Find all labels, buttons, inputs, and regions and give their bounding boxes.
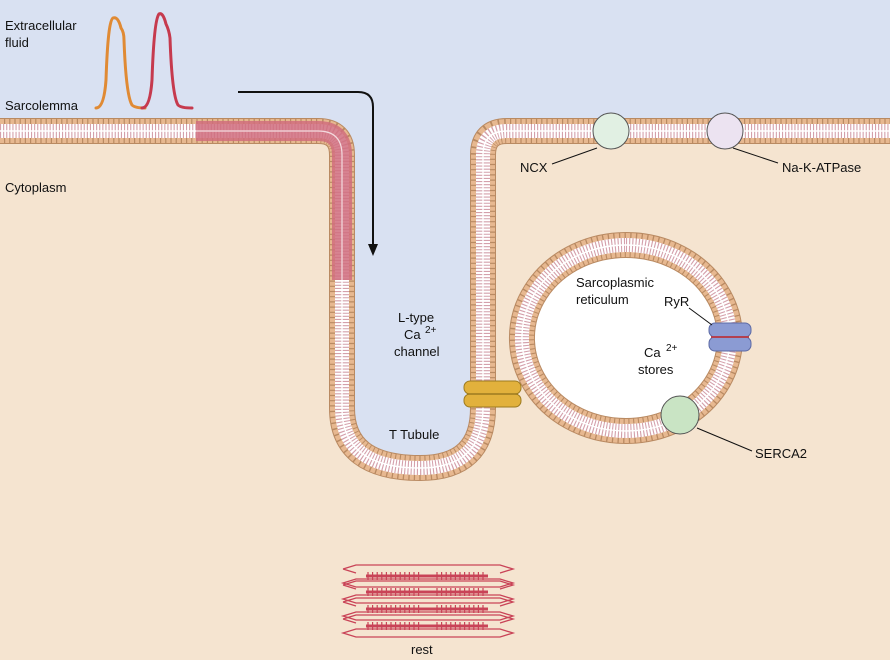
- l-type-label-line3: channel: [394, 344, 440, 359]
- ryr-leader: [688, 307, 713, 326]
- depolarized-midline: [196, 130, 343, 280]
- ca-stores-label-line2: stores: [638, 362, 674, 377]
- z-outline-2: [340, 611, 516, 621]
- nak-atpase-pump: [706, 112, 744, 150]
- action-potential-red: [140, 12, 194, 110]
- z-outline-0: [340, 578, 516, 588]
- ryr-label: RyR: [664, 294, 689, 309]
- thin-filament-2: [342, 597, 516, 607]
- ca-stores-superscript: 2+: [666, 343, 678, 354]
- thin-filament-1: [342, 580, 516, 590]
- l-type-ca-label: Ca: [404, 327, 421, 342]
- sarcomere-at-rest: [340, 564, 516, 638]
- sr-lumen: [522, 245, 730, 431]
- extracellular-region: [0, 0, 890, 468]
- nak-atpase-label: Na-K-ATPase: [782, 160, 861, 175]
- serca2-pump: [660, 395, 700, 435]
- t-tubule-label: T Tubule: [389, 427, 439, 442]
- depolarized-segment: [196, 121, 352, 280]
- thin-filament-0: [342, 564, 516, 574]
- ncx-label: NCX: [520, 160, 548, 175]
- extracellular-label-line2: fluid: [5, 35, 29, 50]
- extracellular-label: Extracellular: [5, 18, 77, 33]
- serca2-leader: [696, 427, 753, 452]
- z-outline-3: [340, 628, 516, 638]
- ncx-leader: [551, 147, 598, 165]
- sr-label-line2: reticulum: [576, 292, 629, 307]
- l-type-label: L-type: [398, 310, 434, 325]
- sarcolemma-label: Sarcolemma: [5, 98, 79, 113]
- l-type-superscript: 2+: [425, 325, 437, 336]
- ryanodine-receptor: [708, 322, 752, 352]
- ca-stores-label: Ca: [644, 345, 661, 360]
- cytoplasm-label: Cytoplasm: [5, 180, 66, 195]
- rest-label: rest: [411, 642, 433, 657]
- sr-midline: [521, 244, 731, 432]
- sr-label: Sarcoplasmic: [576, 275, 655, 290]
- z-outline-1: [340, 594, 516, 604]
- sarcoplasmic-reticulum-membrane: [508, 232, 743, 444]
- nak-leader: [732, 147, 779, 164]
- l-type-calcium-channel: [463, 380, 522, 408]
- thin-filament-3: [342, 614, 516, 624]
- action-potential-orange: [94, 16, 147, 110]
- propagation-arrow: [238, 91, 378, 256]
- serca2-label: SERCA2: [755, 446, 807, 461]
- ncx-transporter: [592, 112, 630, 150]
